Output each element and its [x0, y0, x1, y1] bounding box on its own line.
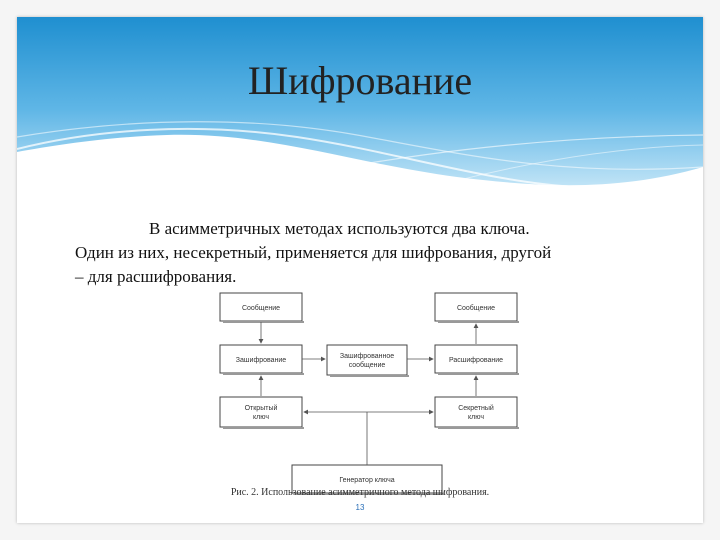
label-message-left: Сообщение [242, 304, 280, 312]
slide: Шифрование В асимметричных методах испол… [17, 17, 703, 523]
slide-title: Шифрование [247, 58, 473, 103]
label-decryption: Расшифрование [449, 357, 503, 364]
page-number: 13 [355, 503, 365, 512]
box-message-right: Сообщение [434, 292, 519, 323]
header-wave-background [17, 17, 703, 198]
slide-body-text: В асимметричных методах используются два… [75, 217, 665, 289]
box-key-generator: Генератор ключа [291, 464, 444, 495]
label-key-generator: Генератор ключа [339, 477, 394, 484]
label-encrypted-2: сообщение [349, 361, 386, 369]
label-public-key-1: Открытый [245, 404, 278, 412]
body-line-2: Один из них, несекретный, применяется дл… [75, 243, 552, 262]
label-message-right: Сообщение [457, 304, 495, 312]
label-public-key-2: ключ [253, 414, 269, 421]
label-encryption: Зашифрование [236, 357, 287, 364]
box-public-key: Открытый ключ [219, 396, 304, 429]
box-encryption: Зашифрование [219, 344, 304, 375]
label-secret-key-2: ключ [468, 414, 484, 421]
figure-caption: Рис. 2. Использование асимметричного мет… [230, 487, 490, 498]
box-decryption: Расшифрование [434, 344, 519, 375]
box-secret-key: Секретный ключ [434, 396, 519, 429]
diagram-arrows [258, 322, 479, 465]
body-line-1: В асимметричных методах используются два… [149, 219, 530, 238]
box-encrypted-message: Зашифрованное сообщение [326, 344, 409, 377]
label-encrypted-1: Зашифрованное [340, 353, 394, 360]
asymmetric-encryption-diagram: Сообщение Зашифрование Открытый ключ Заш… [219, 292, 519, 495]
label-secret-key-1: Секретный [458, 404, 494, 412]
box-message-left: Сообщение [219, 292, 304, 323]
body-line-3: – для расшифрования. [75, 267, 237, 286]
